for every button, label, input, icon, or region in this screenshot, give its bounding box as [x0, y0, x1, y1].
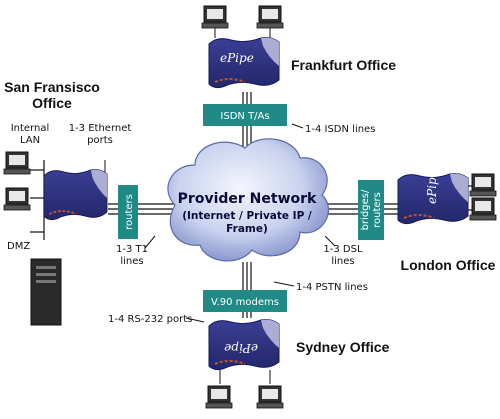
desktop-computer-icon	[3, 151, 31, 175]
epipe-logo: ePipe	[220, 51, 254, 65]
cloud-subtitle-line2: Frame)	[226, 223, 268, 235]
sf-office-label-line1: San Fransisco	[4, 79, 100, 95]
rs232-ports-label: 1-4 RS-232 ports	[108, 314, 192, 325]
t1-lines-label-line2: lines	[120, 256, 143, 267]
arrow-icon	[273, 281, 295, 287]
cloud-subtitle-line1: (Internet / Private IP /	[182, 210, 312, 222]
epipe-logo: ePipe	[425, 170, 439, 204]
dsl-lines-label-line2: lines	[331, 256, 354, 267]
desktop-computer-icon	[3, 187, 31, 211]
desktop-computer-icon	[469, 197, 497, 221]
dsl-lines-label-line1: 1-3 DSL	[323, 244, 363, 255]
desktop-computer-icon	[256, 385, 284, 409]
frankfurt-site: ePipe Frankfurt Office ISDN T/As 1-4 ISD…	[201, 5, 396, 135]
epipe-appliance-icon	[43, 168, 108, 221]
arrow-icon	[291, 123, 304, 129]
epipe-logo: ePipe	[224, 341, 258, 355]
provider-network-cloud: Provider Network (Internet / Private IP …	[167, 138, 329, 262]
sf-office-label-line2: Office	[32, 95, 72, 111]
san-francisco-site: San Fransisco Office Internal LAN 1-3 Et…	[3, 79, 156, 326]
isdn-lines-label: 1-4 ISDN lines	[305, 124, 375, 135]
london-site: bridges/ routers ePipe 1-3 DSL lines Lon…	[323, 170, 497, 273]
internal-lan-label-line1: Internal	[11, 123, 50, 134]
server-tower-icon	[30, 258, 62, 326]
sydney-site: 1-4 PSTN lines V.90 modems 1-4 RS-232 po…	[108, 281, 390, 409]
dmz-label: DMZ	[7, 241, 30, 252]
frankfurt-office-label: Frankfurt Office	[291, 57, 396, 73]
v90-modems-box	[203, 290, 287, 312]
desktop-computer-icon	[256, 5, 284, 29]
arrow-icon	[324, 235, 336, 247]
desktop-computer-icon	[205, 385, 233, 409]
bridges-label-line2: routers	[372, 192, 383, 228]
epipe-logo: ePipe	[52, 215, 86, 229]
arrow-icon	[185, 317, 205, 323]
routers-label: routers	[124, 194, 135, 230]
desktop-computer-icon	[469, 173, 497, 197]
v90-modems-label: V.90 modems	[211, 297, 279, 308]
isdn-ta-box	[203, 104, 287, 126]
isdn-ta-label: ISDN T/As	[220, 111, 269, 122]
internal-lan-label-line2: LAN	[20, 135, 40, 146]
t1-lines-label-line1: 1-3 T1	[116, 244, 148, 255]
bridges-label-line1: bridges/	[360, 189, 371, 230]
london-office-label: London Office	[401, 257, 496, 273]
pstn-lines-label: 1-4 PSTN lines	[296, 282, 368, 293]
bridges-routers-box	[358, 180, 384, 240]
ethernet-ports-label-line2: ports	[87, 135, 113, 146]
ethernet-ports-label-line1: 1-3 Ethernet	[69, 123, 132, 134]
desktop-computer-icon	[201, 5, 229, 29]
arrow-icon	[144, 235, 156, 249]
routers-box	[118, 185, 138, 239]
cloud-title: Provider Network	[178, 191, 317, 207]
sydney-office-label: Sydney Office	[296, 339, 390, 355]
